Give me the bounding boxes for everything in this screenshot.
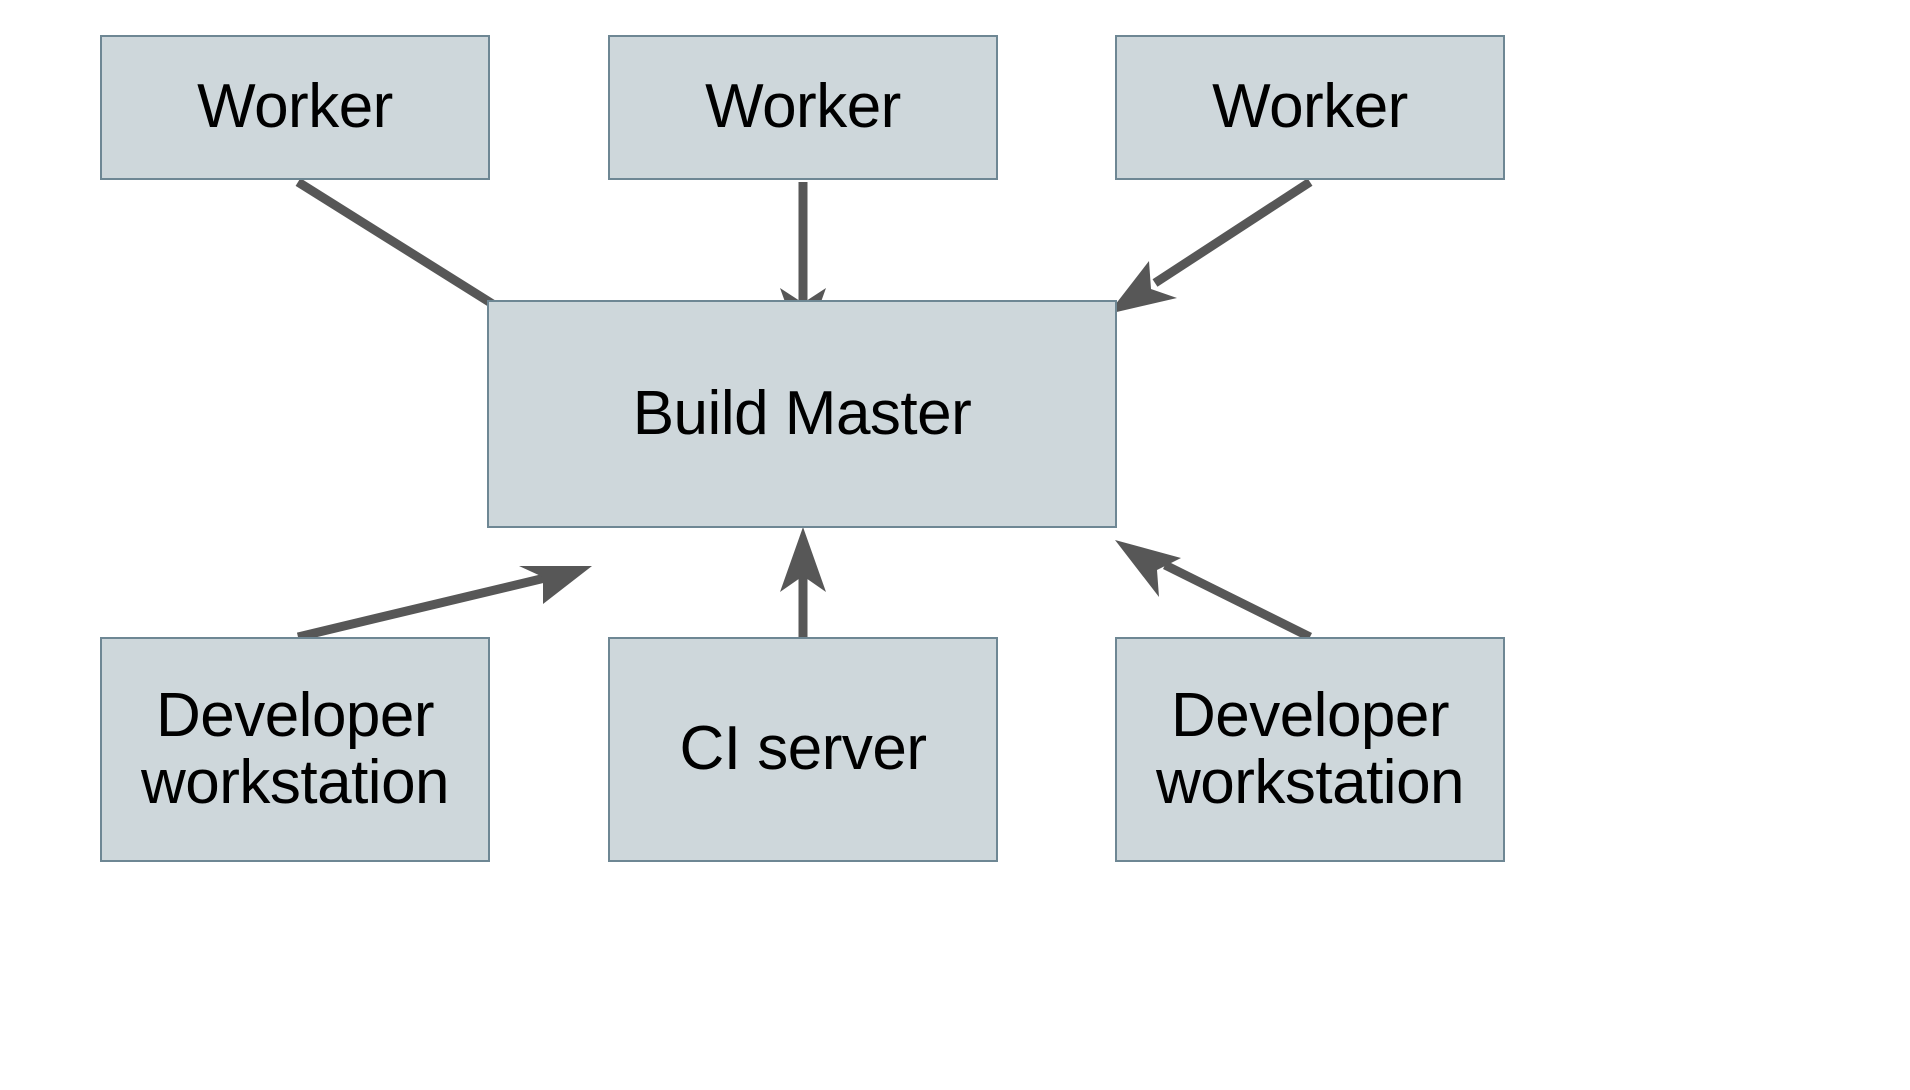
node-build-master[interactable]: Build Master — [487, 300, 1117, 528]
node-build-master-label: Build Master — [632, 378, 972, 448]
node-worker-mid[interactable]: Worker — [608, 35, 998, 180]
node-developer-workstation-left[interactable]: Developer workstation — [100, 637, 490, 862]
node-developer-workstation-right[interactable]: Developer workstation — [1115, 637, 1505, 862]
node-ci-server-label: CI server — [679, 714, 927, 784]
node-ci-server[interactable]: CI server — [608, 637, 998, 862]
edge-worker-right-to-master — [1108, 178, 1313, 314]
node-worker-left[interactable]: Worker — [100, 35, 490, 180]
node-worker-mid-label: Worker — [705, 72, 901, 142]
node-worker-left-label: Worker — [197, 72, 393, 142]
node-developer-workstation-left-label: Developer workstation — [140, 680, 450, 817]
edge-ci-server-to-master — [780, 527, 826, 637]
edge-dev-left-to-master — [296, 566, 592, 642]
edge-dev-right-to-master — [1115, 540, 1313, 642]
node-developer-workstation-right-label: Developer workstation — [1155, 680, 1465, 817]
node-worker-right[interactable]: Worker — [1115, 35, 1505, 180]
node-worker-right-label: Worker — [1212, 72, 1408, 142]
